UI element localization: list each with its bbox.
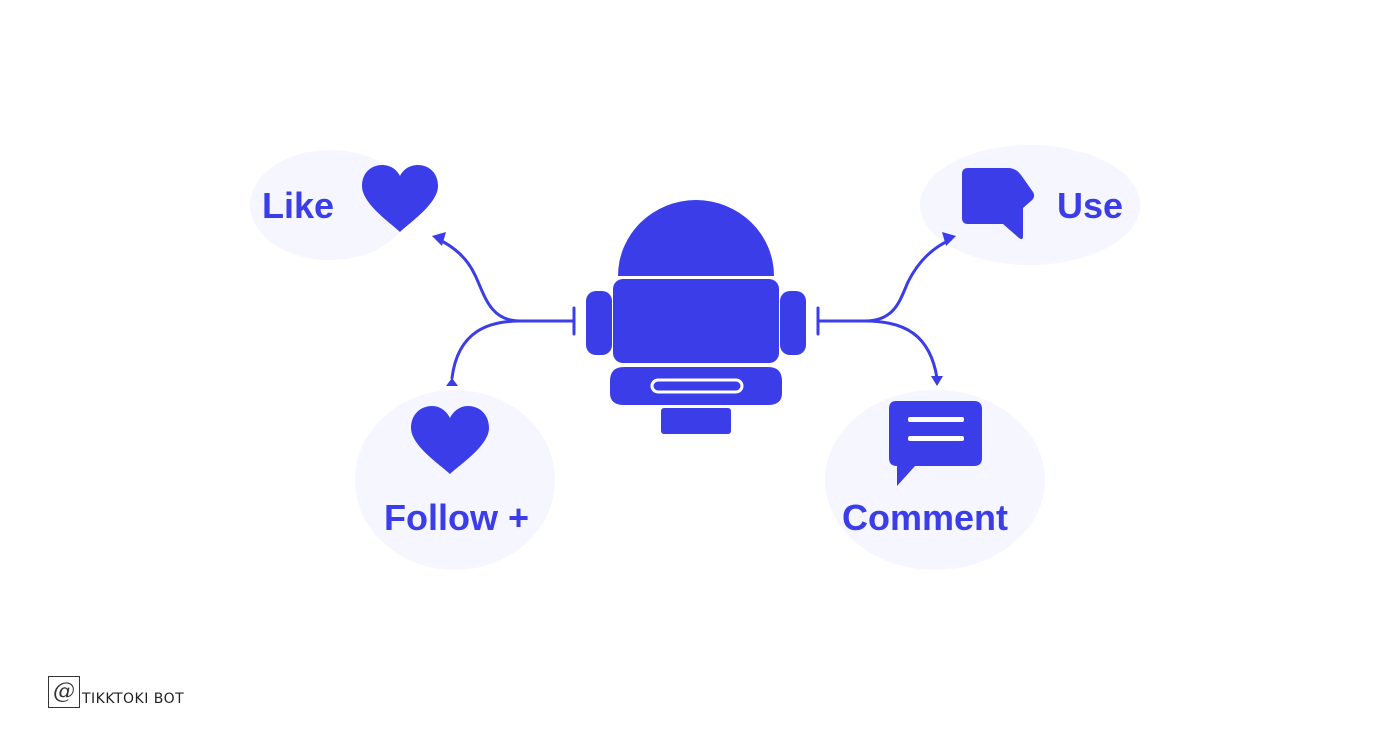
use-label: Use [1057,185,1124,226]
left-arrowheads [432,232,458,386]
robot-icon [586,200,806,434]
like-label: Like [262,185,335,226]
left-connectors [438,238,576,380]
right-connectors [816,238,952,380]
watermark: @ TIKKTOKI BOT [48,676,184,708]
heart-icon [411,406,489,474]
comment-label: Comment [842,497,1009,538]
right-arrowheads [931,232,956,386]
chat-bubble-icon [962,168,1035,240]
watermark-text: TIKKTOKI BOT [82,691,185,707]
heart-icon [362,165,438,232]
comment-bubble-icon [889,401,982,486]
follow-label: Follow + [384,497,530,538]
robot-mouth-slot [650,378,744,394]
watermark-logo-icon: @ [48,676,80,708]
